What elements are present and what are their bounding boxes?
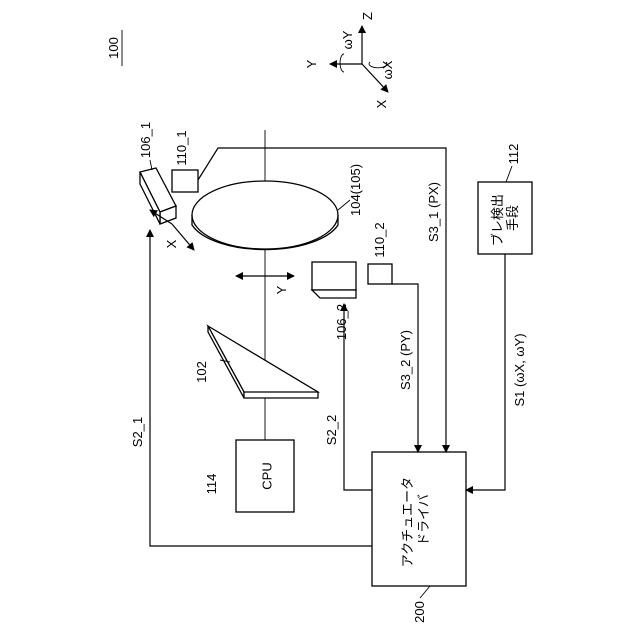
- coordinate-axes: Z Y X ωY ωX: [304, 12, 395, 108]
- shake-ref-leader: [506, 166, 512, 182]
- sensor-plate: [208, 326, 318, 398]
- svg-text:110_1: 110_1: [174, 130, 189, 165]
- x-move-label: X: [164, 239, 179, 248]
- omega-y-label: ωY: [340, 30, 355, 49]
- omega-y-rotation-icon: [340, 54, 344, 72]
- cpu-label: CPU: [259, 462, 274, 489]
- y-axis-label: Y: [304, 59, 319, 68]
- svg-text:110_2: 110_2: [372, 222, 387, 257]
- x-axis-label: X: [374, 99, 389, 108]
- svg-text:Y: Y: [274, 285, 289, 294]
- svg-text:S2_1: S2_1: [130, 417, 145, 447]
- driver-ref-leader: [420, 586, 430, 598]
- svg-text:100: 100: [106, 37, 121, 59]
- z-axis-label: Z: [360, 12, 375, 20]
- signal-s2-1-label: S2_1: [130, 417, 145, 447]
- actuator-1-ref: 106_1: [138, 122, 153, 158]
- svg-text:112: 112: [506, 144, 521, 165]
- sensor-2-ref: 110_2: [372, 222, 387, 257]
- sensor-110-2: [368, 264, 392, 284]
- lens-disk: [192, 181, 338, 250]
- svg-text:S3_1 (PX): S3_1 (PX): [426, 182, 441, 242]
- signal-s1-label: S1 (ωX, ωY): [512, 333, 527, 406]
- svg-text:CPU: CPU: [259, 462, 274, 489]
- svg-text:106_1: 106_1: [138, 122, 153, 158]
- sensor-1-ref: 110_1: [174, 130, 189, 165]
- svg-text:X: X: [164, 239, 179, 248]
- actuator-106-2: [312, 262, 356, 298]
- svg-text:102: 102: [194, 361, 209, 383]
- sensor-110-1: [172, 170, 198, 192]
- plate-ref: 102: [194, 361, 209, 383]
- cpu-ref: 114: [204, 474, 219, 495]
- svg-text:S2_2: S2_2: [324, 415, 339, 445]
- y-move-label: Y: [274, 285, 289, 294]
- svg-text:S1 (ωX, ωY): S1 (ωX, ωY): [512, 333, 527, 406]
- lens-ref: 104(105): [348, 164, 363, 216]
- figure-label: 100: [106, 37, 121, 59]
- signal-s1-line: [466, 254, 505, 490]
- svg-text:104(105): 104(105): [348, 164, 363, 216]
- actuator-1-leader: [150, 160, 152, 170]
- actuator-2-ref: 106_2: [334, 304, 349, 340]
- signal-s3-1-label: S3_1 (PX): [426, 182, 441, 242]
- svg-text:106_2: 106_2: [334, 304, 349, 340]
- signal-s2-2-label: S2_2: [324, 415, 339, 445]
- signal-s3-2-label: S3_2 (PY): [398, 330, 413, 390]
- svg-text:200: 200: [412, 601, 427, 623]
- driver-ref: 200: [412, 601, 427, 623]
- svg-text:114: 114: [204, 474, 219, 495]
- shake-ref: 112: [506, 144, 521, 165]
- svg-text:S3_2 (PY): S3_2 (PY): [398, 330, 413, 390]
- omega-x-label: ωX: [380, 60, 395, 79]
